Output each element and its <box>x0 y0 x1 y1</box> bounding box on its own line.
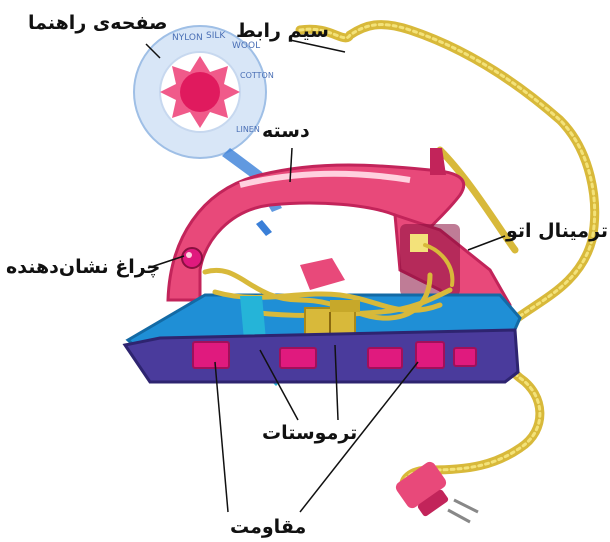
dial-marking-wool: WOOL <box>232 41 260 51</box>
label-guide-dial: صفحه‌ی راهنما <box>28 14 168 33</box>
label-indicator-lamp: چراغ نشان‌دهنده <box>6 258 160 277</box>
dial-marking-nylon: NYLON <box>172 33 203 43</box>
dial-marking-cotton: COTTON <box>240 71 274 80</box>
label-resistance: مقاومت <box>230 518 306 537</box>
indicator-lamp <box>182 248 202 268</box>
dial-marking-silk: SILK <box>206 31 226 41</box>
label-iron-terminal: ترمینال اتو <box>506 222 608 241</box>
label-thermostat: ترموستات <box>262 424 357 443</box>
label-handle: دسته <box>262 122 310 141</box>
label-power-cord: سیم رابط <box>236 22 329 41</box>
guide-dial: NYLON SILK WOOL COTTON LINEN <box>134 26 274 158</box>
dial-marking-linen: LINEN <box>236 125 260 134</box>
